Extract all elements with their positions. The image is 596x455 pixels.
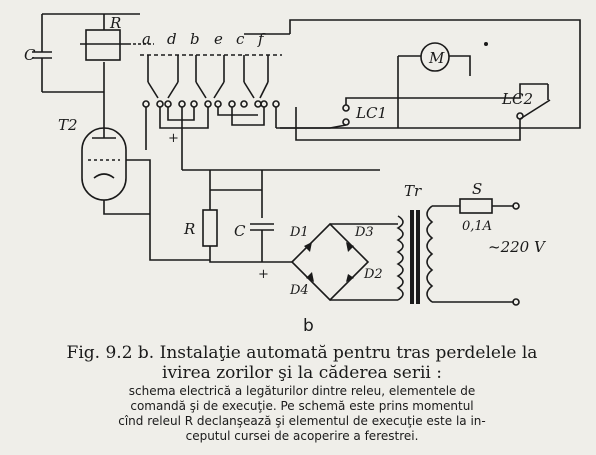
caption-body-line2: comandă şi de execuţie. Pe schemă este p…	[130, 399, 474, 413]
label-c-top: C	[24, 46, 36, 64]
label-contact-e: e	[214, 30, 223, 48]
label-voltage: ~220 V	[488, 238, 547, 256]
label-contact-b: b	[190, 30, 200, 48]
bridge-rectifier	[290, 222, 370, 302]
circuit-diagram: C R T2 a d b e c f M LC1 LC2 R C D1 D3 D…	[24, 13, 581, 306]
tube-cathode	[93, 173, 115, 179]
contact-e	[213, 55, 236, 108]
mains-terminal	[512, 202, 520, 210]
contact-a	[142, 55, 164, 108]
diode-D1	[304, 242, 312, 252]
power-supply	[202, 170, 520, 306]
contact-d	[164, 55, 186, 108]
motor-section	[244, 19, 581, 141]
label-s: S	[472, 180, 482, 198]
resistor-R	[202, 209, 218, 247]
label-contact-f: f	[257, 30, 266, 48]
label-d2: D2	[363, 267, 383, 282]
motor-circle	[420, 42, 450, 72]
mains-terminal	[512, 298, 520, 306]
label-d3: D3	[354, 225, 374, 240]
lc1-contact	[342, 118, 350, 126]
caption-title-line2: ivirea zorilor şi la căderea serii :	[162, 363, 442, 383]
diode-D4	[306, 272, 314, 282]
contact-c	[240, 55, 262, 108]
transformer-secondary	[426, 205, 434, 303]
label-r-relay: R	[109, 14, 121, 32]
caption-body-line1: schema electrică a legăturilor dintre re…	[128, 384, 476, 398]
panel-letter: b	[303, 316, 314, 336]
lc1-contact	[342, 104, 350, 112]
contact-b	[190, 55, 212, 108]
label-c-bottom: C	[234, 222, 246, 240]
label-plus-top: +	[168, 131, 179, 146]
relay-section	[32, 13, 154, 215]
label-contact-d: d	[167, 30, 177, 48]
figure-caption: Fig. 9.2 b. Instalaţie automată pentru t…	[24, 343, 580, 443]
diode-D3	[346, 242, 354, 252]
label-lc1: LC1	[355, 104, 387, 122]
label-lc2: LC2	[501, 90, 533, 108]
contact-f	[259, 55, 280, 108]
label-d4: D4	[289, 283, 309, 298]
label-tr: Tr	[404, 182, 422, 200]
fuse-S	[459, 198, 493, 214]
tube-envelope	[81, 127, 127, 201]
label-contact-c: c	[236, 30, 245, 48]
diode-D2	[346, 274, 354, 282]
motor-dot	[484, 42, 488, 46]
transformer-primary	[396, 215, 404, 301]
label-d1: D1	[289, 225, 309, 240]
label-fuse-rating: 0,1A	[462, 219, 492, 234]
label-r-bottom: R	[183, 220, 195, 238]
label-plus-bottom: +	[258, 267, 269, 282]
relay-contacts	[140, 54, 380, 261]
label-contact-a: a	[142, 30, 151, 48]
label-t2: T2	[58, 116, 78, 134]
caption-body-line3: cînd releul R declanşează şi elementul d…	[118, 414, 486, 428]
caption-body-line4: ceputul cursei de acoperire a ferestrei.	[185, 429, 419, 443]
relay-coil-box	[85, 29, 121, 61]
caption-title-line1: Fig. 9.2 b. Instalaţie automată pentru t…	[66, 343, 538, 363]
label-motor: M	[428, 49, 445, 67]
